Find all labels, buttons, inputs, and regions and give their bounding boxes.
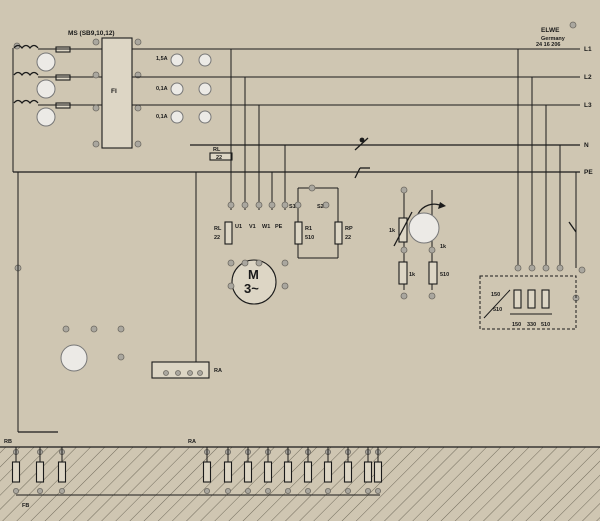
bottom-resistor (373, 461, 383, 483)
screw (578, 266, 586, 274)
pot-label-left: 1k (389, 228, 396, 234)
line-label-n: N (584, 142, 589, 149)
bottom-jack[interactable] (244, 487, 251, 494)
fuse-rating-2: 0,1A (156, 86, 168, 92)
indicator-lamp (36, 52, 56, 72)
switch-s2-label: S2 (317, 204, 324, 210)
rl-resistor (209, 152, 233, 161)
terminal-v1: V1 (249, 224, 256, 230)
ground-hatch (0, 447, 600, 521)
indicator-lamp (36, 79, 56, 99)
ra-rack-label: RA (214, 368, 222, 374)
svg-text:24 16 206: 24 16 206 (536, 42, 560, 48)
bottom-jack[interactable] (364, 487, 371, 494)
ra-rack (151, 172, 210, 379)
motor-symbol: M (248, 267, 259, 282)
potentiometer-circuit (393, 186, 446, 300)
line-label-l3: L3 (584, 102, 592, 109)
motor (231, 259, 277, 305)
box-value-330: 330 (527, 322, 536, 328)
box-label-510: 510 (493, 307, 502, 313)
screw (569, 21, 577, 29)
bottom-resistor (363, 461, 373, 483)
bottom-jack[interactable] (37, 487, 44, 494)
fi-label: FI (111, 88, 117, 95)
motor-terminal-jacks[interactable] (227, 259, 289, 290)
bottom-resistor (202, 461, 212, 483)
rl-value: 22 (216, 155, 222, 161)
fi-jacks[interactable] (92, 38, 142, 148)
bottom-resistor (283, 461, 293, 483)
rl-motor-value: 22 (214, 235, 220, 241)
box-value-150: 150 (512, 322, 521, 328)
right-feeders (514, 49, 580, 302)
line-label-pe: PE (584, 169, 593, 176)
panel-hole-large (60, 344, 88, 372)
breaker-title: MS (SB9,10,12) (68, 30, 115, 37)
breaker-coils (12, 44, 39, 172)
rp-name: RP (345, 226, 353, 232)
line-label-l2: L2 (584, 74, 592, 81)
bottom-resistor-array (11, 447, 383, 496)
bottom-jack[interactable] (284, 487, 291, 494)
motor-phase: 3~ (244, 281, 259, 296)
terminal-u1: U1 (235, 224, 242, 230)
bus-label-fb: FB (22, 503, 29, 509)
resistor-box-dashed (479, 275, 577, 330)
rl-motor-resistor (224, 221, 233, 245)
bottom-jack[interactable] (374, 487, 381, 494)
bottom-jack[interactable] (12, 487, 19, 494)
bus-label-ra: RA (188, 439, 196, 445)
switch-s1-label: S1 (289, 204, 296, 210)
fi-block (101, 37, 133, 149)
svg-text:ELWE: ELWE (541, 27, 560, 34)
pot-knob-hole[interactable] (408, 212, 440, 244)
pot-label-lower: 1k (409, 272, 416, 278)
bus-label-rb: RB (4, 439, 12, 445)
box-value-510: 510 (541, 322, 550, 328)
r1-resistor (294, 221, 303, 245)
fuse-rating-3: 0,1A (156, 114, 168, 120)
r1-name: R1 (305, 226, 312, 232)
line-label-l1: L1 (584, 46, 592, 53)
motor-wiring (227, 49, 289, 210)
terminal-pe: PE (275, 224, 283, 230)
bottom-jack[interactable] (203, 487, 210, 494)
bottom-jack[interactable] (264, 487, 271, 494)
resistor-box-components (483, 289, 552, 319)
panel-jacks-lower-left[interactable] (62, 325, 125, 361)
rl-label: RL (213, 147, 221, 153)
fuse-rating-1: 1,5A (156, 56, 168, 62)
bottom-resistor (11, 461, 21, 483)
pot-label-right: 1k (440, 244, 447, 250)
bus-lines (13, 137, 580, 179)
fuses-left (38, 46, 102, 109)
rp-resistor (334, 221, 343, 245)
bottom-jack[interactable] (304, 487, 311, 494)
indicator-lamp (36, 107, 56, 127)
bottom-jack[interactable] (344, 487, 351, 494)
bottom-resistor (35, 461, 45, 483)
bottom-jack[interactable] (324, 487, 331, 494)
rl-motor-name: RL (214, 226, 222, 232)
box-label-150: 150 (491, 292, 500, 298)
fuse-switch-group (132, 48, 580, 124)
brand-logo: ELWE Germany 24 16 206 (536, 27, 566, 48)
bottom-resistor (57, 461, 67, 483)
bottom-resistor (223, 461, 233, 483)
bottom-resistor (243, 461, 253, 483)
pot-label-lower-right: 510 (440, 272, 449, 278)
bottom-resistor (343, 461, 353, 483)
bottom-resistor (303, 461, 313, 483)
bottom-resistor (263, 461, 273, 483)
bottom-jack[interactable] (59, 487, 66, 494)
terminal-w1: W1 (262, 224, 270, 230)
svg-text:Germany: Germany (541, 36, 566, 42)
r1-value: 510 (305, 235, 314, 241)
bottom-resistor (323, 461, 333, 483)
rp-value: 22 (345, 235, 351, 241)
bottom-jack[interactable] (224, 487, 231, 494)
